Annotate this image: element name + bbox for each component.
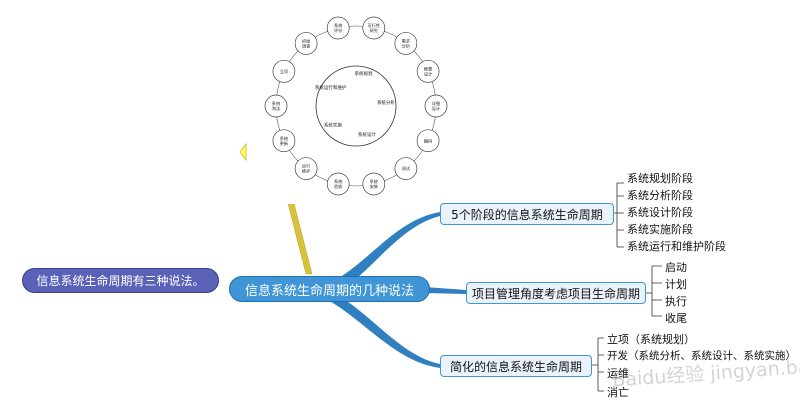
cycle-stage-node: 编码 xyxy=(416,129,440,153)
cycle-stage-label: 可行性 xyxy=(368,22,381,29)
leaf-initiate[interactable]: 启动 xyxy=(665,261,687,274)
cycle-stage-label: 研究 xyxy=(370,27,379,34)
branch-5-phases[interactable]: 5个阶段的信息系统生命周期 xyxy=(440,203,614,225)
leaf-development[interactable]: 开发（系统分析、系统设计、系统实施） xyxy=(607,350,796,362)
cycle-stage-label: 更新 xyxy=(280,140,288,147)
inner-stage-label: 系统分析 xyxy=(377,99,395,106)
cycle-stage-label: 需求 xyxy=(402,38,411,45)
branch-project-management[interactable]: 项目管理角度考虑项目生命周期 xyxy=(466,282,646,304)
inner-stage-label: 系统设计 xyxy=(358,131,376,138)
side-note[interactable]: 信息系统生命周期有三种说法。 xyxy=(22,268,219,293)
inner-stage-label: 系统运行和维护 xyxy=(315,84,347,91)
cycle-stage-label: 编码 xyxy=(424,137,432,144)
bracket-branch-1 xyxy=(614,182,624,248)
cycle-stage-label: 验收 xyxy=(334,183,343,190)
leaf-system-design[interactable]: 系统设计阶段 xyxy=(627,206,693,219)
central-topic[interactable]: 信息系统生命周期的几种说法 xyxy=(229,276,430,302)
cycle-stage-label: 调查 xyxy=(302,43,311,50)
cycle-stage-label: 运行 xyxy=(302,163,310,170)
inner-stage-label: 系统规划 xyxy=(354,70,372,77)
cycle-stage-label: 设计 xyxy=(424,70,432,77)
leaf-system-implementation[interactable]: 系统实施阶段 xyxy=(627,223,693,236)
cycle-stage-label: 评价 xyxy=(334,27,343,34)
connector-central-to-branch-3 xyxy=(328,294,440,368)
cycle-stage-node: 立项 xyxy=(272,59,296,83)
cycle-stage-label: 概要 xyxy=(424,65,432,72)
cycle-stage-label: 系统 xyxy=(334,22,342,29)
cycle-stage-label: 系统 xyxy=(280,135,288,142)
cycle-stage-label: 系统 xyxy=(334,178,342,185)
leaf-operations[interactable]: 运维 xyxy=(607,367,629,380)
cycle-stage-label: 立项 xyxy=(280,68,289,75)
cycle-stage-label: 系统 xyxy=(272,100,280,107)
leaf-execute[interactable]: 执行 xyxy=(665,295,687,308)
cycle-stage-label: 详细 xyxy=(432,100,440,107)
leaf-system-operation[interactable]: 系统运行和维护阶段 xyxy=(627,240,726,253)
leaf-system-analysis[interactable]: 系统分析阶段 xyxy=(627,189,693,202)
cycle-stage-label: 淘汰 xyxy=(272,105,281,112)
cycle-stage-node: 测试 xyxy=(394,157,418,180)
leaf-plan[interactable]: 计划 xyxy=(665,278,687,291)
connector-central-to-branch-1 xyxy=(330,212,440,291)
bracket-branch-3 xyxy=(592,337,604,392)
cycle-stage-label: 测试 xyxy=(402,165,411,172)
branch-simplified[interactable]: 简化的信息系统生命周期 xyxy=(440,355,592,377)
leaf-initiation[interactable]: 立项（系统规划） xyxy=(607,333,695,346)
pointer-tab-icon xyxy=(239,142,247,162)
cycle-stage-label: 设计 xyxy=(432,105,440,112)
cycle-stage-label: 分析 xyxy=(402,43,410,50)
cycle-stage-label: 系统 xyxy=(370,178,378,185)
inner-stage-label: 系统实施 xyxy=(324,121,342,128)
cycle-stage-label: 安装 xyxy=(370,183,379,190)
lifecycle-cycle-image: 可行性研究需求分析概要设计详细设计编码测试系统安装系统验收运行维护系统更新系统淘… xyxy=(256,14,456,204)
bracket-branch-2 xyxy=(646,265,662,317)
cycle-stage-label: 维护 xyxy=(302,168,310,175)
cycle-stage-label: 初始 xyxy=(302,38,311,45)
connector-central-to-branch-2 xyxy=(425,287,466,294)
leaf-close[interactable]: 收尾 xyxy=(665,312,687,325)
leaf-retirement[interactable]: 消亡 xyxy=(607,386,629,399)
leaf-system-planning[interactable]: 系统规划阶段 xyxy=(627,172,693,185)
inner-cycle-ring xyxy=(315,65,397,147)
